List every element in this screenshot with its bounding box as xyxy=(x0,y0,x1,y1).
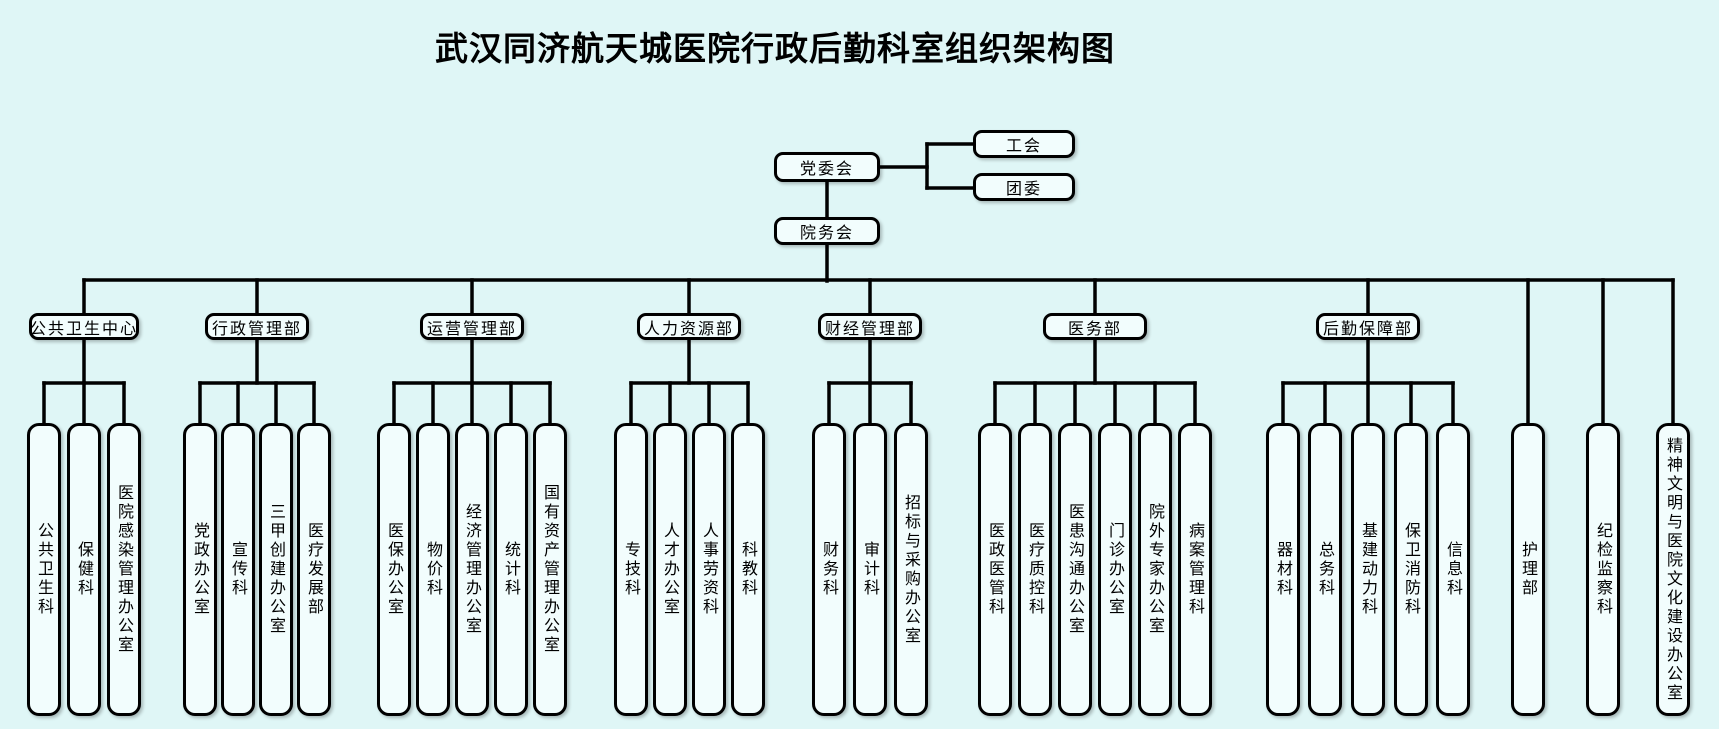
sub-dept-label: 保卫消防科 xyxy=(1402,522,1421,617)
standalone-box-culture-office: 精神文明与医院文化建设办公室 xyxy=(1656,423,1690,716)
sub-dept-box: 医疗发展部 xyxy=(297,423,331,716)
sub-dept-box: 宣传科 xyxy=(221,423,255,716)
sub-dept-box: 医院感染管理办公室 xyxy=(107,423,141,716)
sub-dept-box: 党政办公室 xyxy=(183,423,217,716)
sub-dept-label: 信息科 xyxy=(1444,541,1463,598)
sub-dept-box: 医患沟通办公室 xyxy=(1058,423,1092,716)
dept-box-human-resources: 人力资源部 xyxy=(637,313,741,340)
sub-dept-box: 经济管理办公室 xyxy=(455,423,489,716)
sub-dept-label: 财务科 xyxy=(820,541,839,598)
sub-dept-label: 医疗发展部 xyxy=(305,522,324,617)
sub-dept-label: 三甲创建办公室 xyxy=(267,503,286,636)
standalone-box-discipline-inspection: 纪检监察科 xyxy=(1586,423,1620,716)
sub-dept-box: 器材科 xyxy=(1266,423,1300,716)
sub-dept-label: 统计科 xyxy=(502,541,521,598)
sub-dept-label: 院外专家办公室 xyxy=(1146,503,1165,636)
sub-dept-box: 国有资产管理办公室 xyxy=(533,423,567,716)
sub-dept-box: 公共卫生科 xyxy=(27,423,61,716)
sub-dept-label: 医政医管科 xyxy=(986,522,1005,617)
sub-dept-label: 人才办公室 xyxy=(661,522,680,617)
sub-dept-label: 护理部 xyxy=(1519,541,1538,598)
sub-dept-label: 专技科 xyxy=(622,541,641,598)
sub-dept-box: 保卫消防科 xyxy=(1394,423,1428,716)
sub-dept-label: 医保办公室 xyxy=(385,522,404,617)
sub-dept-box: 基建动力科 xyxy=(1351,423,1385,716)
dept-box-administration: 行政管理部 xyxy=(205,313,309,340)
sub-dept-box: 病案管理科 xyxy=(1178,423,1212,716)
sub-dept-box: 招标与采购办公室 xyxy=(894,423,928,716)
sub-dept-label: 纪检监察科 xyxy=(1594,522,1613,617)
chart-title: 武汉同济航天城医院行政后勤科室组织架构图 xyxy=(435,29,1115,68)
sub-dept-box: 医疗质控科 xyxy=(1018,423,1052,716)
sub-dept-label: 病案管理科 xyxy=(1186,522,1205,617)
sub-dept-box: 专技科 xyxy=(614,423,648,716)
labor-union-box: 工会 xyxy=(973,130,1075,158)
sub-dept-label: 医患沟通办公室 xyxy=(1066,503,1085,636)
sub-dept-box: 保健科 xyxy=(67,423,101,716)
dept-box-finance: 财经管理部 xyxy=(818,313,922,340)
sub-dept-box: 医政医管科 xyxy=(978,423,1012,716)
sub-dept-label: 器材科 xyxy=(1274,541,1293,598)
sub-dept-label: 科教科 xyxy=(739,541,758,598)
dept-box-public-health-center: 公共卫生中心 xyxy=(29,313,139,340)
sub-dept-box: 信息科 xyxy=(1436,423,1470,716)
sub-dept-label: 招标与采购办公室 xyxy=(902,493,921,646)
sub-dept-box: 人事劳资科 xyxy=(692,423,726,716)
sub-dept-box: 审计科 xyxy=(853,423,887,716)
sub-dept-label: 国有资产管理办公室 xyxy=(541,484,560,655)
sub-dept-label: 党政办公室 xyxy=(191,522,210,617)
sub-dept-label: 经济管理办公室 xyxy=(463,503,482,636)
sub-dept-label: 物价科 xyxy=(424,541,443,598)
sub-dept-box: 院外专家办公室 xyxy=(1138,423,1172,716)
hospital-council-box: 院务会 xyxy=(774,217,880,245)
sub-dept-label: 宣传科 xyxy=(229,541,248,598)
sub-dept-box: 财务科 xyxy=(812,423,846,716)
sub-dept-box: 医保办公室 xyxy=(377,423,411,716)
dept-box-logistics: 后勤保障部 xyxy=(1316,313,1420,340)
standalone-box-nursing: 护理部 xyxy=(1511,423,1545,716)
sub-dept-label: 审计科 xyxy=(861,541,880,598)
dept-box-operations: 运营管理部 xyxy=(420,313,524,340)
sub-dept-box: 统计科 xyxy=(494,423,528,716)
sub-dept-label: 保健科 xyxy=(75,541,94,598)
sub-dept-label: 总务科 xyxy=(1316,541,1335,598)
dept-box-medical-affairs: 医务部 xyxy=(1043,313,1147,340)
sub-dept-label: 精神文明与医院文化建设办公室 xyxy=(1664,436,1683,703)
sub-dept-label: 医疗质控科 xyxy=(1026,522,1045,617)
sub-dept-box: 总务科 xyxy=(1308,423,1342,716)
sub-dept-box: 科教科 xyxy=(731,423,765,716)
sub-dept-box: 人才办公室 xyxy=(653,423,687,716)
sub-dept-label: 医院感染管理办公室 xyxy=(115,484,134,655)
party-committee-box: 党委会 xyxy=(774,152,880,182)
sub-dept-label: 门诊办公室 xyxy=(1106,522,1125,617)
sub-dept-label: 公共卫生科 xyxy=(35,522,54,617)
sub-dept-box: 门诊办公室 xyxy=(1098,423,1132,716)
sub-dept-box: 物价科 xyxy=(416,423,450,716)
sub-dept-label: 基建动力科 xyxy=(1359,522,1378,617)
youth-league-box: 团委 xyxy=(973,173,1075,201)
sub-dept-label: 人事劳资科 xyxy=(700,522,719,617)
sub-dept-box: 三甲创建办公室 xyxy=(259,423,293,716)
